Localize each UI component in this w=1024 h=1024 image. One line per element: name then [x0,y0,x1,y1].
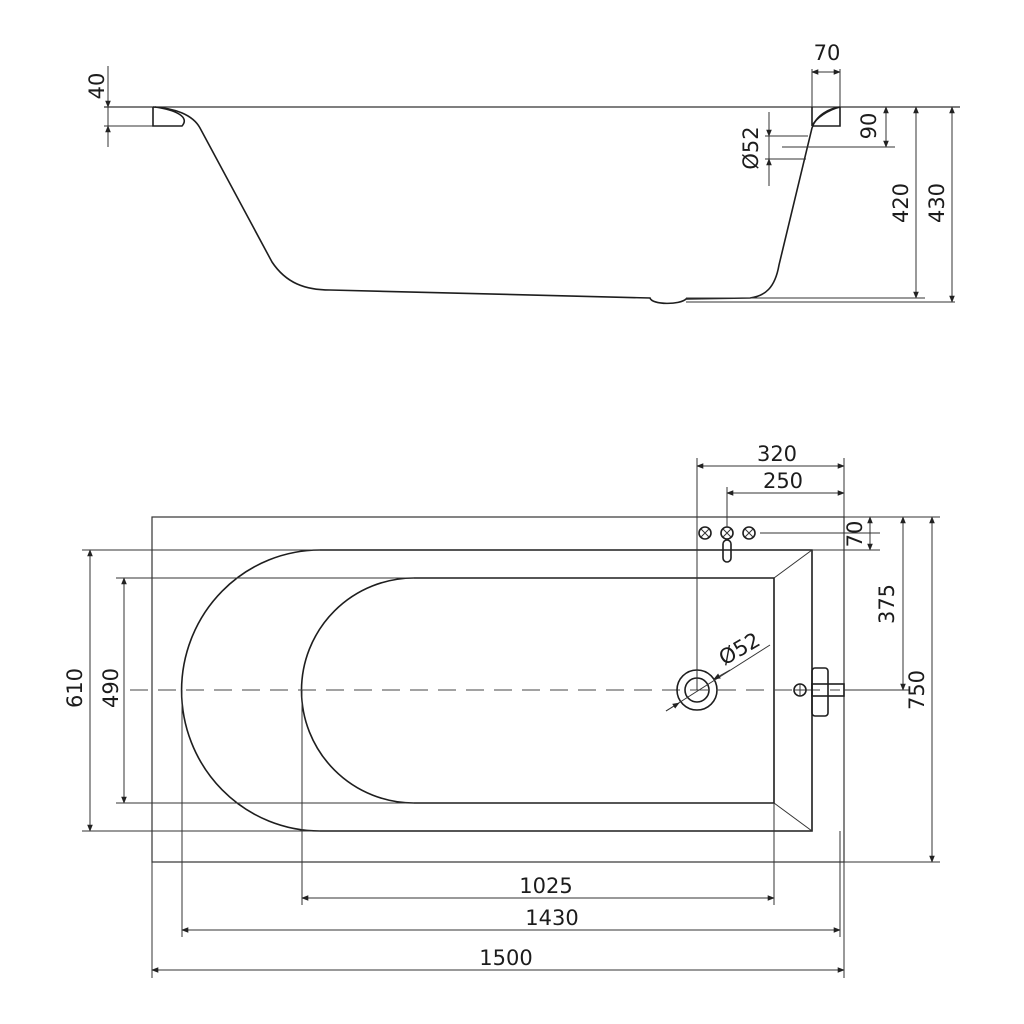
bathtub-rim-right [811,106,841,127]
dim-1430-label: 1430 [525,906,578,930]
dim-1025-label: 1025 [519,874,572,898]
overflow-knob-cross [794,684,806,696]
tap-group [698,526,756,563]
tap-handle-right-cross [744,528,754,538]
tap-handle-left-cross [700,528,710,538]
dim-90-label: 90 [857,113,881,140]
drain-arrow-2 [713,669,731,680]
dim-overflow-label: Ø52 [739,126,763,169]
dim-70-label: 70 [814,41,841,65]
drain: Ø52 [665,628,771,712]
tap-handle-right-icon [742,526,756,540]
tap-handle-left-icon [698,526,712,540]
dim-375-label: 375 [875,584,899,624]
overflow-fitting [793,667,845,717]
dim-610-label: 610 [63,668,87,708]
side-view: 40 70 90 Ø52 420 430 [85,41,960,305]
dim-1500-label: 1500 [479,946,532,970]
dim-320-label: 320 [757,442,797,466]
dim-750-label: 750 [905,670,929,710]
bathtub-side-profile [152,106,841,305]
dim-420-label: 420 [889,183,913,223]
top-view: Ø52 320 250 [63,442,940,978]
bevel-bottom [773,802,813,832]
bevel-top [773,549,813,579]
tap-spout-cross [722,528,732,538]
dim-70t-label: 70 [843,521,867,548]
dim-430-label: 430 [925,183,949,223]
dim-40-label: 40 [85,73,109,100]
dim-490-label: 490 [99,668,123,708]
tap-spout-body [722,539,732,563]
dim-250-label: 250 [763,469,803,493]
drain-arrow-1 [665,702,680,712]
overflow-plate [811,667,829,717]
